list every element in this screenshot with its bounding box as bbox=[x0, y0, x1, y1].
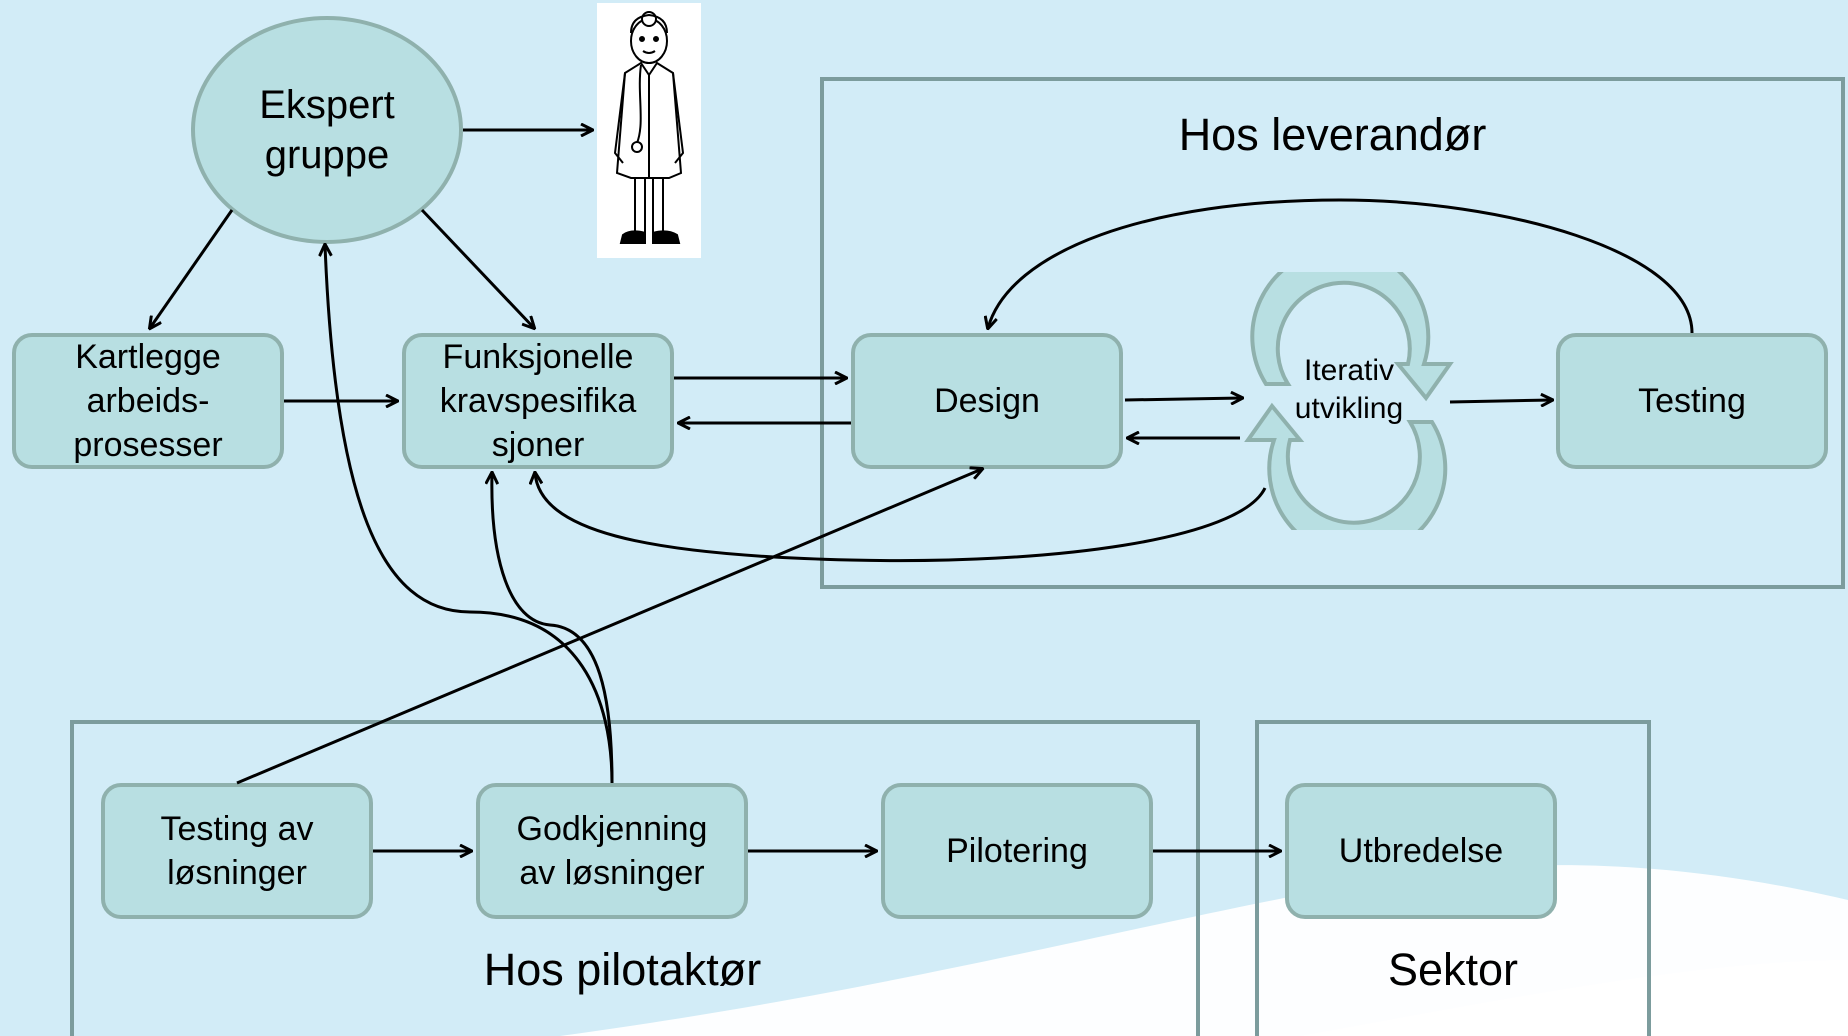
doctor-icon bbox=[597, 3, 701, 258]
box-kartlegge[interactable]: Kartlegge arbeids- prosesser bbox=[12, 333, 284, 469]
region-title-pilot: Hos pilotaktør bbox=[483, 944, 762, 995]
box-utbredelse[interactable]: Utbredelse bbox=[1285, 783, 1557, 919]
box-testing[interactable]: Testing bbox=[1556, 333, 1828, 469]
expert-group-node[interactable]: Ekspert gruppe bbox=[191, 16, 463, 244]
box-pilotering[interactable]: Pilotering bbox=[881, 783, 1153, 919]
box-funksjonelle[interactable]: Funksjonelle kravspesifika sjoner bbox=[402, 333, 674, 469]
region-title-supplier: Hos leverandør bbox=[1178, 109, 1487, 160]
box-design[interactable]: Design bbox=[851, 333, 1123, 469]
region-supplier: Hos leverandør bbox=[820, 77, 1845, 589]
box-godkjenning[interactable]: Godkjenning av løsninger bbox=[476, 783, 748, 919]
region-sector: Sektor bbox=[1255, 720, 1651, 1036]
box-testing-losninger[interactable]: Testing av løsninger bbox=[101, 783, 373, 919]
cycle-label: Iterativ utvikling bbox=[1294, 354, 1404, 425]
region-title-sector: Sektor bbox=[1387, 944, 1519, 995]
